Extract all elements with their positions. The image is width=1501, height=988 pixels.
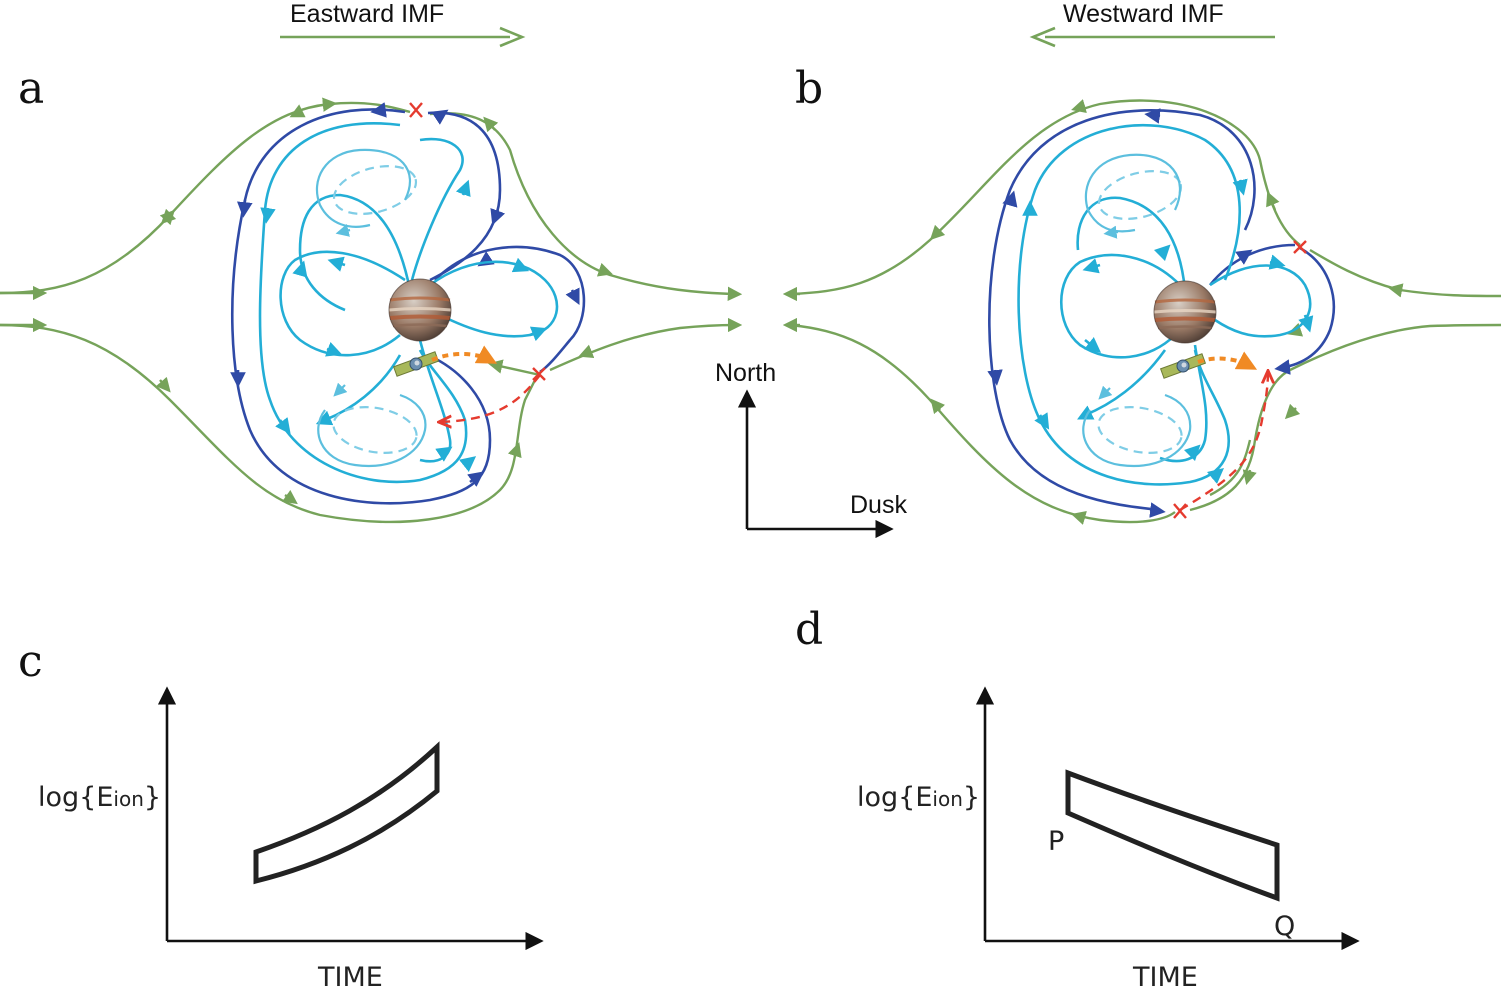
panel-c-letter: c: [18, 636, 43, 687]
spacecraft-icon: [1160, 353, 1206, 379]
closed-field-lines-b: [1017, 123, 1314, 486]
imf-field-lines-b: [782, 99, 1501, 525]
compass-dusk-label: Dusk: [850, 491, 907, 519]
panel-a: a Eastward IMF: [0, 0, 743, 524]
imf-label-westward: Westward IMF: [1063, 0, 1224, 28]
trapped-loops-b: [1082, 153, 1192, 468]
reconnection-flow-b: [1179, 372, 1268, 512]
imf-arrowhead-eastward: [499, 26, 526, 48]
panel-d-point-p: P: [1048, 826, 1064, 857]
panel-d-energy-band: [1065, 769, 1280, 902]
panel-c-xlabel: TIME: [317, 962, 383, 988]
panel-d: d log{Eion} TIME P Q: [795, 604, 1360, 988]
panel-d-ylabel: log{Eion}: [857, 782, 980, 813]
compass-north-label: North: [715, 359, 776, 387]
reconnection-flow-a: [440, 374, 541, 422]
imf-arrowhead-westward: [1029, 26, 1056, 48]
reconnection-x-icon: [409, 102, 546, 381]
panel-b-letter: b: [795, 63, 823, 114]
jupiter-icon: [387, 277, 453, 343]
open-field-lines-b: [987, 108, 1336, 518]
panel-a-letter: a: [18, 63, 44, 114]
panel-c-energy-band: [253, 741, 440, 885]
spacecraft-path-b: [1197, 351, 1258, 370]
panel-b: b Westward IMF: [782, 0, 1501, 525]
panel-c: c log{Eion} TIME: [18, 636, 544, 988]
imf-label-eastward: Eastward IMF: [290, 0, 444, 28]
panel-d-letter: d: [795, 604, 823, 655]
reconnection-x-icon: [1173, 240, 1307, 519]
panel-d-point-q: Q: [1274, 911, 1295, 942]
spacecraft-path-a: [431, 345, 498, 364]
open-field-lines-a: [230, 102, 586, 505]
imf-field-lines-a: [0, 97, 743, 524]
panel-d-xlabel: TIME: [1132, 962, 1198, 988]
direction-compass: North Dusk: [715, 359, 907, 539]
jupiter-icon: [1152, 279, 1218, 345]
panel-c-ylabel: log{Eion}: [38, 782, 161, 813]
